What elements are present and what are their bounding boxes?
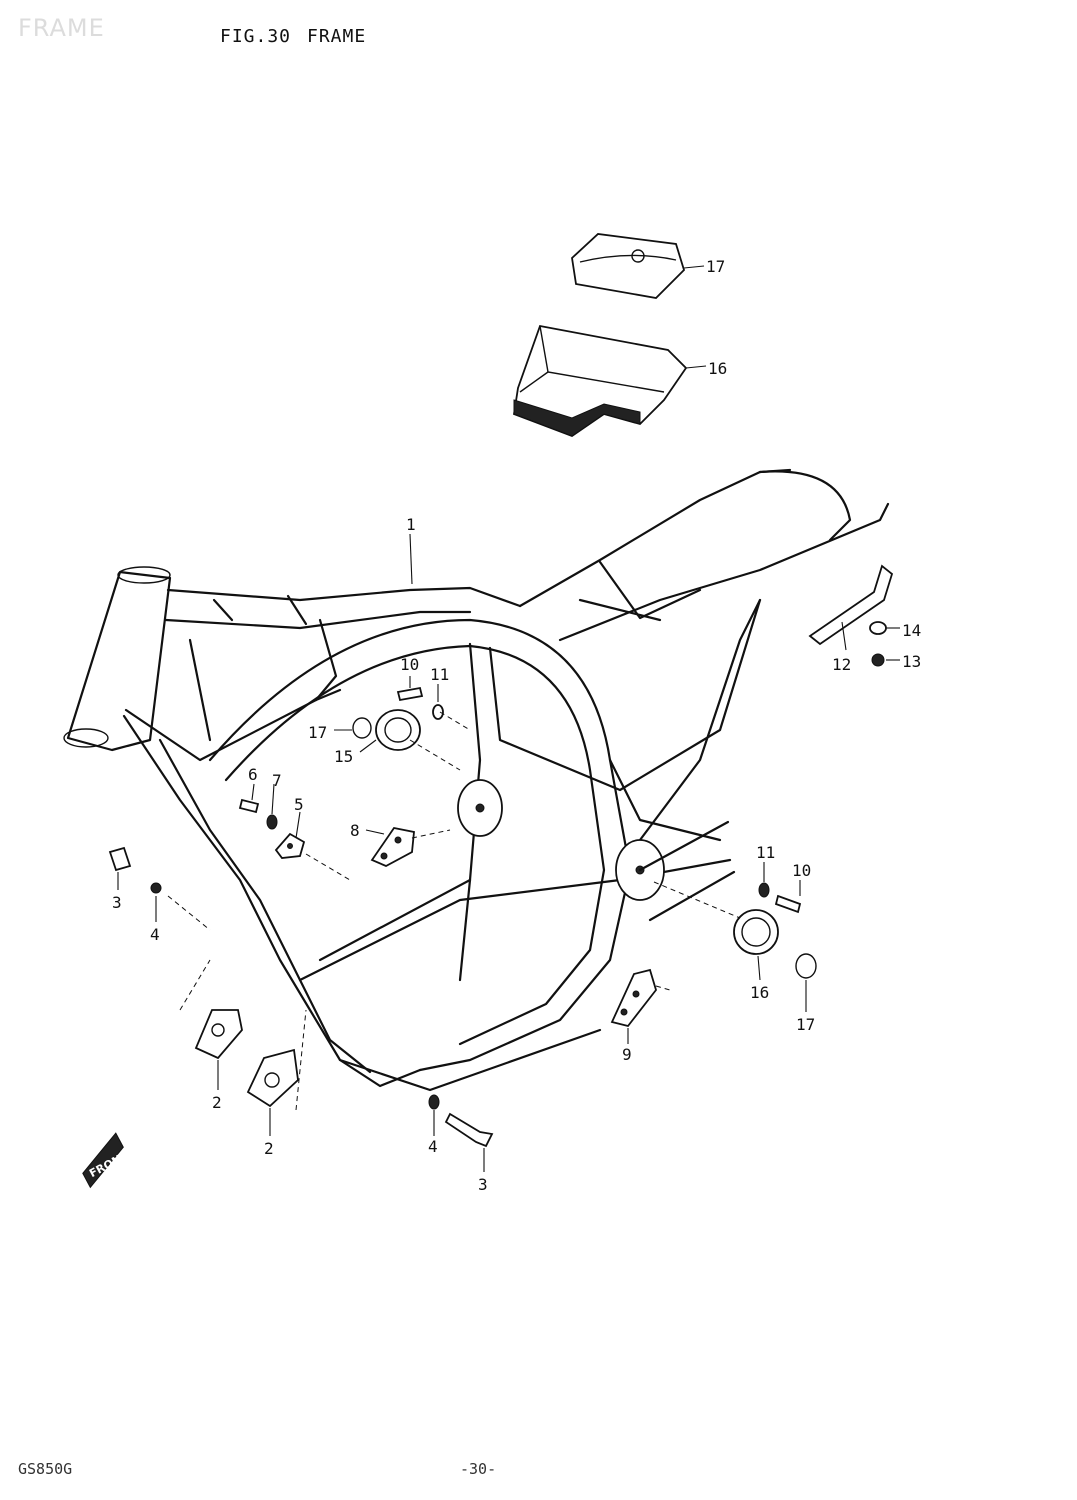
part-13-bolt [871,653,900,667]
callout-12: 12 [832,655,851,674]
callout-3-left: 3 [112,893,122,912]
part-14-nut [869,621,900,635]
figure-title: FRAME [307,26,367,47]
callout-8: 8 [350,821,360,840]
callout-16-right: 16 [750,983,769,1002]
callout-15: 15 [334,747,353,766]
callout-2-a: 2 [212,1093,222,1112]
part-4-nut-bottom [428,1094,440,1136]
footer-page-number: -30- [460,1460,497,1478]
callout-4-bottom: 4 [428,1137,438,1156]
part-1-main-frame [63,468,890,1111]
part-3-bolt-left [108,846,132,890]
callout-13: 13 [902,652,921,671]
part-6-bolt [238,783,260,814]
part-3-bolt-bottom [444,1112,494,1172]
figure-number: FIG.30 [220,26,292,47]
part-7-nut [266,783,278,830]
callout-17-right: 17 [796,1015,815,1034]
part-8-bracket [365,827,415,867]
callout-2-b: 2 [264,1139,274,1158]
callout-16-top: 16 [708,359,727,378]
part-11-nut-right [758,862,770,898]
part-17-plug-left [334,717,372,739]
part-2-plate-a [194,1009,243,1090]
part-2-plate-b [246,1048,299,1136]
callout-5: 5 [294,795,304,814]
callout-14: 14 [902,621,921,640]
part-17-plug-right [795,953,817,1012]
callout-1: 1 [406,515,416,534]
callout-17-left: 17 [308,723,327,742]
part-12-bracket [808,564,894,651]
part-16-cap-right [733,909,779,981]
part-4-nut-left [150,882,162,922]
callout-6: 6 [248,765,258,784]
part-9-bracket [610,968,657,1044]
callout-11-right: 11 [756,843,775,862]
callout-9: 9 [622,1045,632,1064]
front-direction-marker: FRONT [82,1132,131,1189]
part-15-cap [359,709,421,753]
watermark: FRAME [18,14,105,42]
part-10-bolt-right [774,880,802,914]
callout-10-left: 10 [400,655,419,674]
callout-11-left: 11 [430,665,449,684]
callout-10-right: 10 [792,861,811,880]
part-5-plate [274,811,306,859]
part-11-nut-left [432,684,444,720]
callout-7: 7 [272,771,282,790]
part-10-bolt-left [396,676,424,702]
part-17-cover [571,233,705,299]
footer-model: GS850G [18,1460,73,1478]
part-16-tray [512,324,707,438]
callout-4-left: 4 [150,925,160,944]
callout-17-top: 17 [706,257,725,276]
callout-3-bottom: 3 [478,1175,488,1194]
